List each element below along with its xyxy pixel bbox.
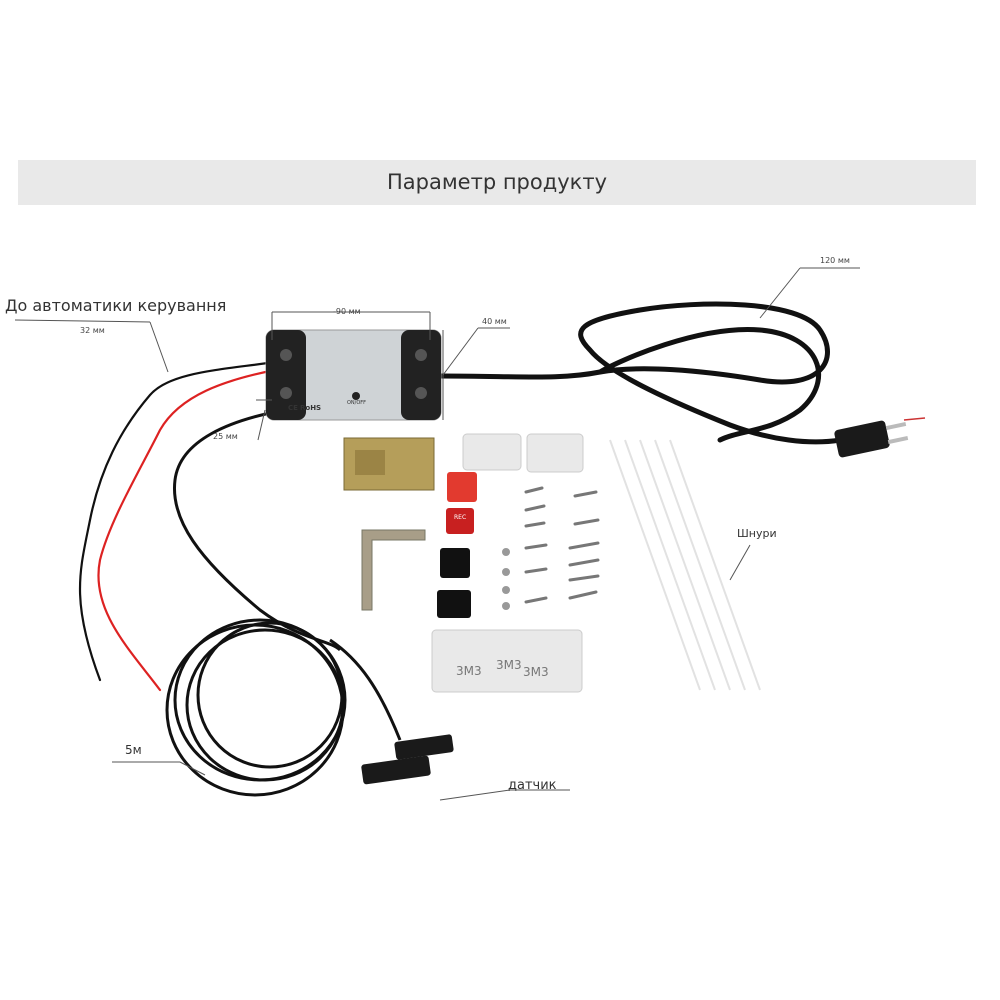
sensor-cable: [165, 408, 402, 797]
screws: [502, 486, 600, 610]
control-wires: [78, 360, 277, 692]
page-title: Параметр продукту: [386, 170, 608, 194]
cord-length-label: 120 мм: [820, 256, 850, 265]
wire-length-label: 32 мм: [80, 326, 105, 335]
cable-ties: [609, 439, 761, 691]
sensor-label: датчик: [508, 778, 557, 793]
callout-lines: [14, 267, 860, 801]
width-label: -90 мм: [333, 307, 361, 316]
cable-length-label: 5м: [125, 743, 142, 757]
header-banner: Параметр продукту: [18, 160, 976, 205]
depth-label: 25 мм: [213, 432, 238, 441]
small-buttons: [437, 472, 477, 618]
sensor-blocks: [361, 734, 454, 785]
device-button-label: ON/OFF: [347, 400, 367, 406]
sticker-text: 3M3: [496, 658, 522, 672]
device-rohs: RoHS: [300, 404, 322, 412]
sticker-text: 3M3: [523, 665, 549, 679]
power-cord: [437, 301, 843, 445]
brackets: [343, 437, 435, 611]
height-label: 40 мм: [482, 317, 507, 326]
controller-device: [265, 329, 442, 421]
button-tag: REC: [454, 514, 467, 521]
device-ce: CE: [288, 404, 298, 412]
adhesive-pads: [431, 433, 584, 693]
plug: [834, 417, 926, 458]
strings-label: Шнури: [737, 527, 777, 540]
sticker-text: 3M3: [456, 664, 482, 678]
control-label: До автоматики керування: [5, 296, 227, 315]
